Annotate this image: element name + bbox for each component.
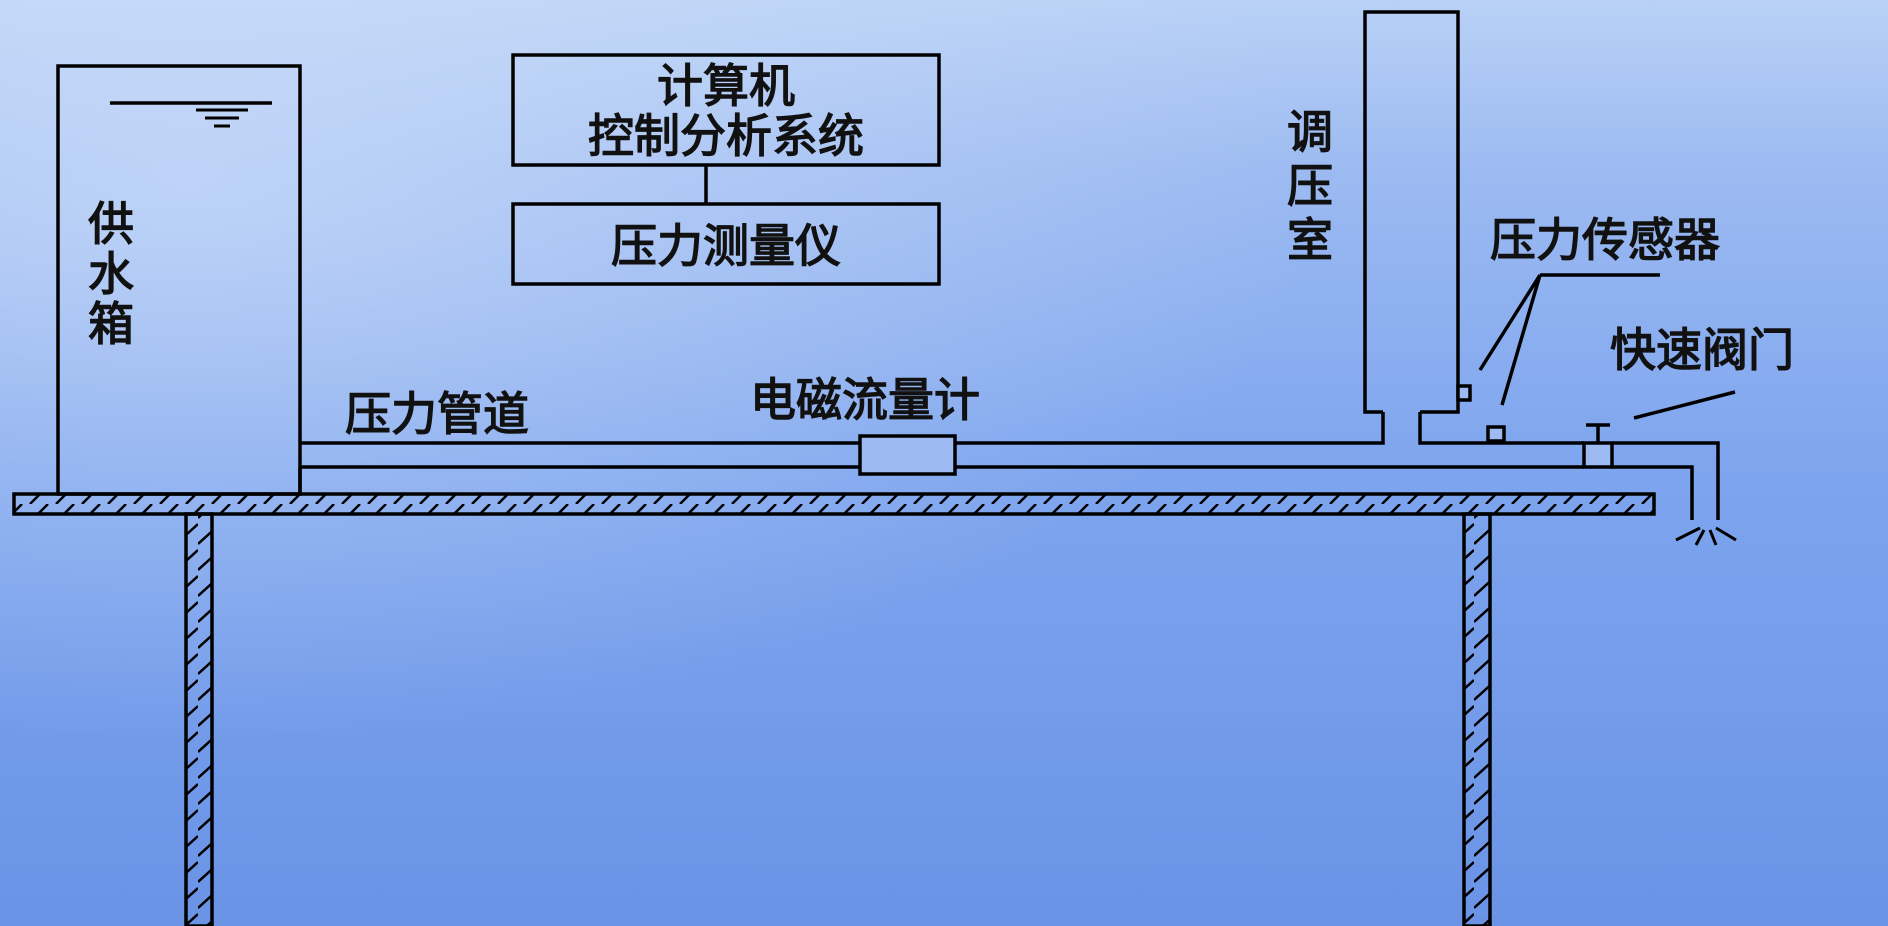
drawing-lines [56, 10, 1737, 546]
svg-text:水: 水 [88, 247, 135, 301]
svg-text:调: 调 [1287, 105, 1333, 159]
support-leg-left [184, 512, 214, 926]
pressure-sensor-label: 压力传感器 [1490, 213, 1721, 267]
svg-text:室: 室 [1287, 213, 1333, 267]
svg-text:供: 供 [88, 197, 134, 251]
pressure-meter-label: 压力测量仪 [611, 219, 841, 273]
surge-chamber-label: 调 压 室 [1287, 105, 1333, 267]
supply-tank-label: 供 水 箱 [88, 197, 135, 351]
flowmeter-label: 电磁流量计 [750, 373, 980, 427]
water-spray [1675, 526, 1701, 542]
pressure-pipe-label: 压力管道 [345, 387, 529, 441]
fast-valve-label: 快速阀门 [1610, 323, 1794, 377]
computer-label-line1: 计算机 [657, 59, 795, 113]
support-leg-right [1462, 512, 1492, 926]
surge-chamber [1363, 10, 1460, 414]
computer-label-line2: 控制分析系统 [588, 109, 864, 163]
flowmeter [858, 434, 957, 476]
computer-system-box [511, 53, 941, 167]
fast-valve [1582, 441, 1614, 469]
support-table-top [12, 492, 1656, 516]
pressure-meter-box [511, 202, 941, 286]
svg-text:箱: 箱 [88, 297, 134, 351]
pressure-sensor [1486, 425, 1506, 443]
svg-text:压: 压 [1287, 159, 1333, 213]
